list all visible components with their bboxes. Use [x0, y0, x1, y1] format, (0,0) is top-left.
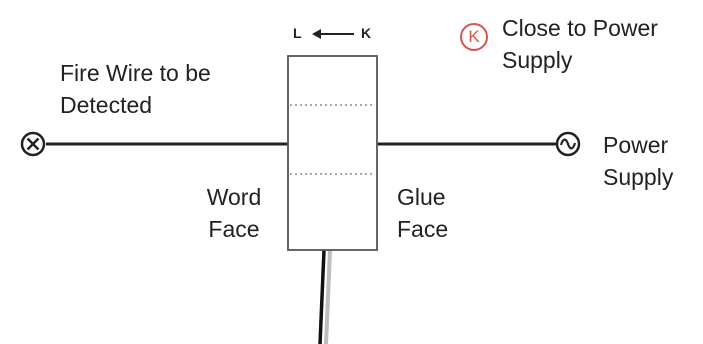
arrow-left-icon [312, 29, 354, 39]
detector-box [287, 55, 378, 251]
ac-sine-circle-icon [555, 131, 581, 157]
direction-label-l: L [293, 25, 302, 41]
power-supply-label: Power Supply [603, 132, 674, 190]
cross-circle-icon [20, 131, 46, 157]
close-to-power-label: Close to Power Supply [502, 15, 658, 73]
cable-grey [324, 249, 332, 344]
k-marker-letter: K [468, 27, 480, 46]
glue-face-label: Glue Face [397, 184, 449, 242]
k-circle-icon [460, 23, 488, 51]
fire-wire-label: Fire Wire to be Detected [60, 60, 211, 118]
cable-black [318, 249, 326, 344]
direction-label-k: K [361, 25, 372, 41]
word-face-label: Word Face [206, 184, 262, 242]
